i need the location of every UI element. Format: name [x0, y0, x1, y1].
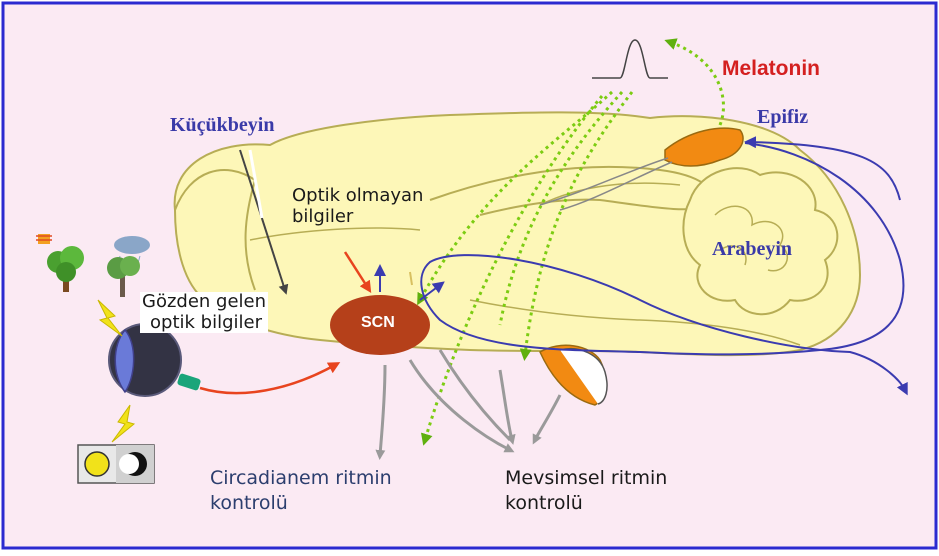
sun-icon — [36, 234, 52, 244]
day-night-icon — [78, 445, 154, 483]
arabeyin-label: Arabeyin — [712, 238, 792, 261]
kucukbeyin-label: Küçükbeyin — [170, 114, 274, 137]
mevsimsel-label: Mevsimsel ritmin kontrolü — [505, 466, 667, 515]
circadian-label: Circadianem ritmin kontrolü — [210, 466, 392, 515]
optik-olmayan-label: Optik olmayan bilgiler — [292, 186, 423, 227]
epifiz-label: Epifiz — [757, 106, 808, 129]
melatonin-label: Melatonin — [722, 57, 820, 81]
gozden-gelen-label: Gözden gelen optik bilgiler — [140, 292, 268, 333]
scn-label: SCN — [361, 314, 395, 332]
